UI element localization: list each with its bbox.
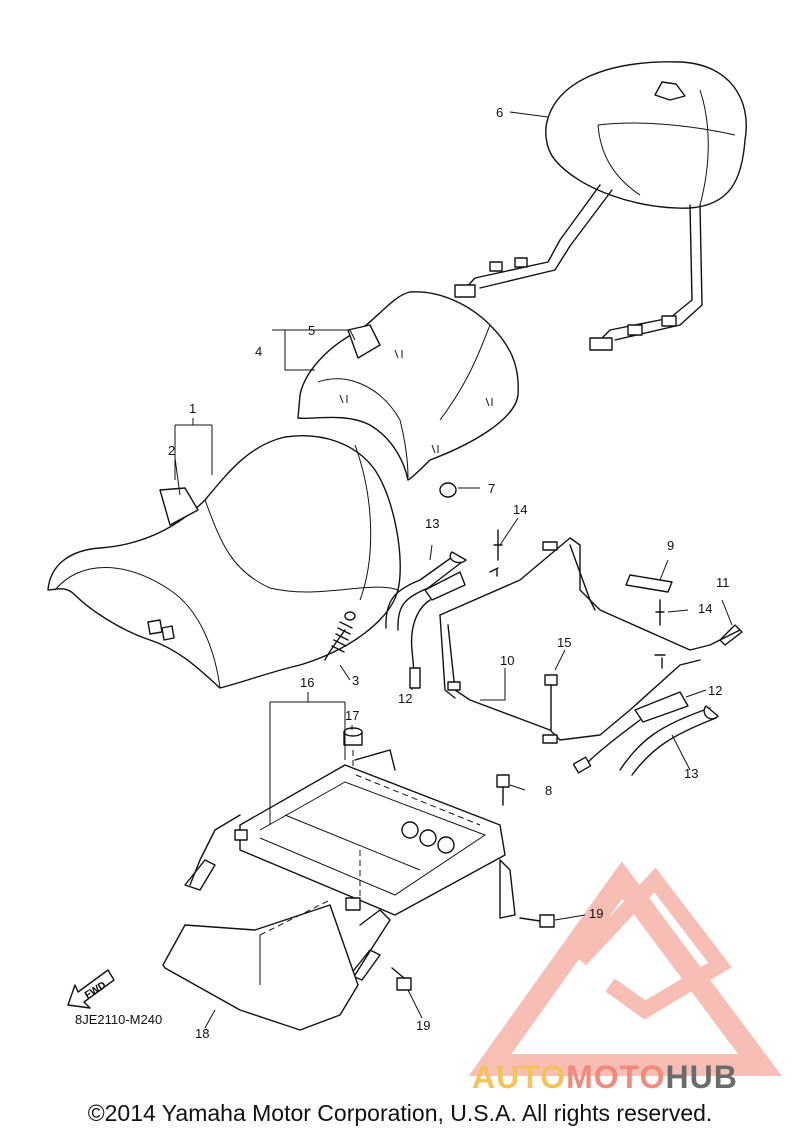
callout-12a: 12 xyxy=(398,691,412,706)
watermark-part-3: HUB xyxy=(665,1059,737,1095)
watermark-wordmark: AUTOMOTOHUB xyxy=(472,1059,738,1095)
leader-lines xyxy=(174,111,733,1029)
svg-text:AUTOMOTOHUB: AUTOMOTOHUB xyxy=(472,1059,738,1095)
callout-7: 7 xyxy=(488,481,495,496)
callout-10: 10 xyxy=(500,653,514,668)
callout-2: 2 xyxy=(168,443,175,458)
callout-13a: 13 xyxy=(425,516,439,531)
callout-14a: 14 xyxy=(513,502,527,517)
bolt-part-15 xyxy=(544,674,558,731)
bolt-part-19-right xyxy=(519,914,555,928)
callouts: 1 2 3 4 5 6 7 8 9 10 11 12 12 13 13 14 1… xyxy=(168,105,730,1041)
callout-16: 16 xyxy=(300,675,314,690)
callout-14b: 14 xyxy=(698,601,712,616)
seat-mat-part-18 xyxy=(162,899,359,1031)
callout-11: 11 xyxy=(716,575,730,590)
callout-3: 3 xyxy=(352,673,359,688)
callout-1: 1 xyxy=(189,401,196,416)
copyright-notice: ©2014 Yamaha Motor Corporation, U.S.A. A… xyxy=(87,1100,713,1126)
pin-part-14 xyxy=(493,529,665,626)
seat-frame-part-16 xyxy=(184,749,516,981)
backrest-part-6 xyxy=(454,61,747,351)
seat-lock-part-3 xyxy=(324,611,356,661)
damper-part-17 xyxy=(343,727,363,770)
rear-seat-part-4 xyxy=(297,291,519,498)
grab-handle-right-part-13 xyxy=(572,691,719,776)
callout-6: 6 xyxy=(496,105,503,120)
bolt-part-19-left xyxy=(391,967,412,991)
callout-9: 9 xyxy=(667,538,674,553)
callout-8: 8 xyxy=(545,783,552,798)
callout-12b: 12 xyxy=(708,683,722,698)
callout-13b: 13 xyxy=(684,766,698,781)
callout-17: 17 xyxy=(345,708,359,723)
diagram-code: 8JE2110-M240 xyxy=(75,1012,163,1027)
watermark-part-2: MOTO xyxy=(566,1059,665,1095)
callout-4: 4 xyxy=(255,344,262,359)
label-part-9 xyxy=(625,574,673,593)
rear-frame-part-10 xyxy=(439,537,743,744)
callout-15: 15 xyxy=(557,635,571,650)
callout-19a: 19 xyxy=(589,906,603,921)
grab-handle-left-part-13 xyxy=(385,551,467,689)
bolt-part-8 xyxy=(496,774,510,806)
callout-5: 5 xyxy=(308,323,315,338)
callout-19b: 19 xyxy=(416,1018,430,1033)
fwd-arrow-icon: FWD xyxy=(67,969,115,1009)
main-seat-part-1 xyxy=(47,435,401,689)
watermark-part-1: AUTO xyxy=(472,1059,566,1095)
callout-18: 18 xyxy=(195,1026,209,1041)
watermark-logo xyxy=(468,861,782,1076)
